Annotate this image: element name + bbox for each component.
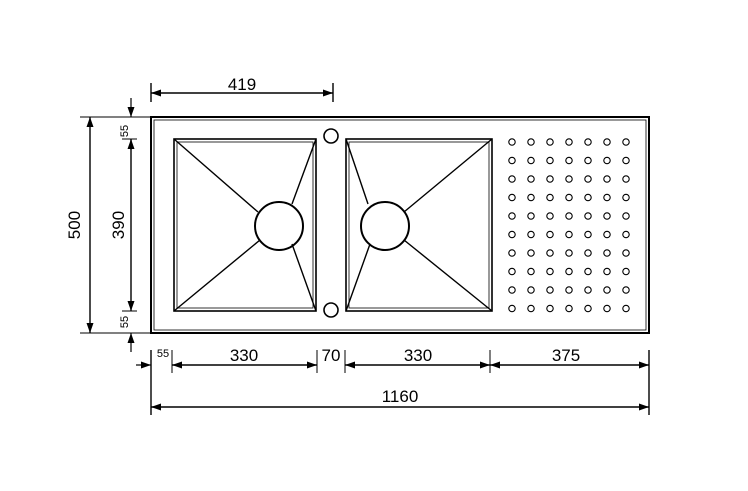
drainer-hole xyxy=(565,175,573,183)
dimension-margin-bottom: 55 xyxy=(119,316,135,352)
label-bowl1-width: 330 xyxy=(230,346,258,365)
drainer-hole xyxy=(508,175,516,183)
drainer-hole xyxy=(508,156,516,165)
label-bowl2-width: 330 xyxy=(404,346,432,365)
drainer-hole xyxy=(603,249,611,257)
drainer-hole xyxy=(546,304,554,313)
drainer-hole xyxy=(603,267,611,276)
drainer-hole xyxy=(622,193,630,202)
drainer-hole xyxy=(603,304,611,313)
drainer-hole xyxy=(565,286,573,294)
drainer-hole xyxy=(565,230,573,239)
label-margin-top: 55 xyxy=(119,125,131,137)
drainer-hole xyxy=(508,286,516,294)
drainer-hole xyxy=(527,249,535,257)
drainer-hole xyxy=(527,175,535,183)
drainer-hole xyxy=(584,304,592,313)
drainer-hole xyxy=(622,230,630,239)
drainer-hole xyxy=(622,156,630,165)
drainer-hole xyxy=(527,138,535,146)
drainer-hole xyxy=(546,212,554,220)
dimension-top-width: 419 xyxy=(150,75,334,102)
label-margin-bottom: 55 xyxy=(119,316,131,328)
drainer-hole xyxy=(546,193,554,202)
drainer-hole xyxy=(527,286,535,294)
left-bowl xyxy=(173,138,317,312)
drainer-hole xyxy=(603,286,611,294)
drainer-hole xyxy=(622,175,630,183)
label-bowl-height: 390 xyxy=(109,211,128,239)
drainer-hole xyxy=(584,267,592,276)
drainer-hole xyxy=(546,267,554,276)
drainer-hole xyxy=(508,138,516,146)
drainer-hole xyxy=(622,138,630,146)
drainer-hole xyxy=(508,212,516,220)
sink-outline xyxy=(150,116,650,334)
drainer-hole xyxy=(508,267,516,276)
drainer-hole xyxy=(546,230,554,239)
drainer-hole xyxy=(622,304,630,313)
drainer-hole xyxy=(584,138,592,146)
drainer-hole xyxy=(584,286,592,294)
label-overall-width: 1160 xyxy=(382,387,419,406)
drainer-hole xyxy=(603,212,611,220)
drainer-hole xyxy=(546,249,554,257)
drainer-hole xyxy=(603,138,611,146)
drainer-hole xyxy=(527,156,535,165)
drainer-grid xyxy=(508,138,630,313)
drainer-hole xyxy=(584,193,592,202)
drainer-hole xyxy=(508,304,516,313)
drainer-hole xyxy=(622,249,630,257)
drainer-hole xyxy=(508,193,516,202)
label-gap: 70 xyxy=(322,346,341,365)
drainer-hole xyxy=(527,212,535,220)
drainer-hole xyxy=(584,212,592,220)
drainer-hole xyxy=(565,138,573,146)
drainer-hole xyxy=(527,304,535,313)
dimension-bowl-height: 390 xyxy=(109,138,137,312)
drainer-hole xyxy=(565,156,573,165)
drainer-hole xyxy=(622,212,630,220)
drainer-hole xyxy=(546,156,554,165)
dimension-margin-top: 55 xyxy=(119,98,135,150)
drainer-hole xyxy=(565,267,573,276)
drainer-hole xyxy=(565,304,573,313)
drainer-hole xyxy=(622,286,630,294)
right-bowl xyxy=(345,138,493,312)
drainer-hole xyxy=(527,230,535,239)
drainer-hole xyxy=(603,156,611,165)
drainer-hole xyxy=(603,230,611,239)
drainer-hole xyxy=(584,230,592,239)
drainer-hole xyxy=(603,193,611,202)
right-drain xyxy=(360,201,410,251)
drainer-hole xyxy=(584,156,592,165)
drainer-hole xyxy=(584,175,592,183)
drainer-hole xyxy=(622,267,630,276)
dimension-overall-width: 1160 xyxy=(151,387,649,411)
drainer-hole xyxy=(527,267,535,276)
drainer-hole xyxy=(565,193,573,202)
label-margin-left: 55 xyxy=(157,348,169,360)
drainer-hole xyxy=(546,286,554,294)
drainer-hole xyxy=(546,138,554,146)
label-drainer-width: 375 xyxy=(552,346,580,365)
drainer-hole xyxy=(603,175,611,183)
drainer-hole xyxy=(546,175,554,183)
drainer-hole xyxy=(565,212,573,220)
dimension-overall-height: 500 xyxy=(65,116,150,334)
tap-hole-bottom xyxy=(323,302,339,318)
drainer-hole xyxy=(508,230,516,239)
drainer-hole xyxy=(584,249,592,257)
drainer-hole xyxy=(508,249,516,257)
label-overall-height: 500 xyxy=(65,211,84,239)
label-top-width: 419 xyxy=(228,75,256,94)
tap-hole-top xyxy=(323,128,339,144)
drainer-hole xyxy=(565,249,573,257)
left-drain xyxy=(254,201,304,251)
drainer-hole xyxy=(527,193,535,202)
